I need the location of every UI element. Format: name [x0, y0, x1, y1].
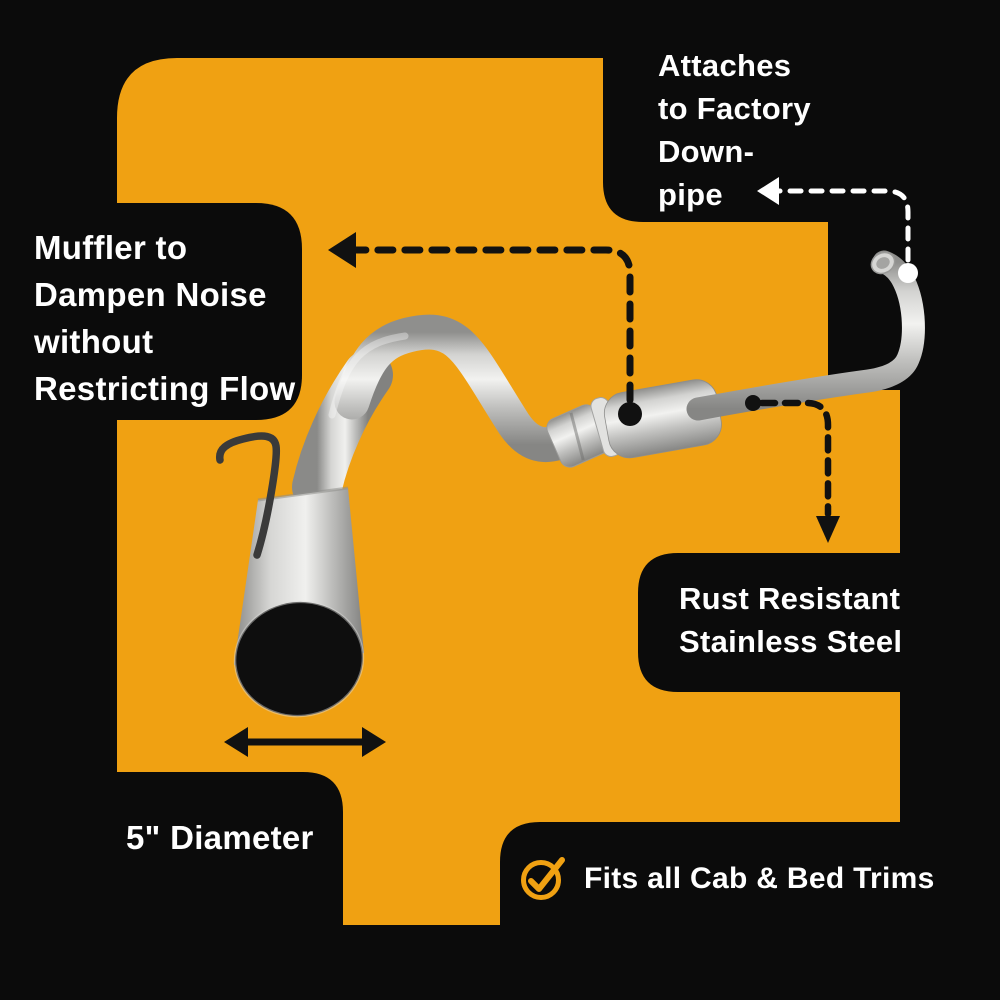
callout-attaches-line: Down- — [658, 134, 755, 169]
muffler-arrowhead — [328, 232, 356, 268]
rust-arrowhead — [816, 516, 840, 543]
hanger-rod — [216, 432, 281, 559]
s-bend-pipe — [334, 314, 624, 463]
muffler-arrow — [328, 232, 642, 426]
muffler-arrow-dot — [618, 402, 642, 426]
diameter-arrow — [224, 727, 386, 757]
rust-arrow — [745, 395, 840, 543]
rust-arrow-dot — [745, 395, 761, 411]
callout-muffler-line: Dampen Noise — [34, 276, 267, 313]
callout-muffler-line: without — [34, 323, 154, 360]
band-clamp — [546, 404, 610, 468]
callout-attaches-downpipe: Attaches to Factory Down- pipe — [658, 44, 811, 216]
muffler-callout-panel — [0, 203, 302, 420]
callout-rust-line: Rust Resistant — [679, 581, 901, 616]
exhaust-system-illustration — [216, 250, 925, 718]
callout-rust-resistant: Rust Resistant Stainless Steel — [679, 577, 902, 663]
callout-attaches-line: pipe — [658, 177, 723, 212]
diameter-arrowhead-left — [224, 727, 248, 757]
tail-opening — [235, 601, 363, 717]
callout-attaches-line: Attaches — [658, 48, 792, 83]
callout-diameter: 5" Diameter — [126, 819, 314, 856]
callout-muffler-line: Restricting Flow — [34, 370, 296, 407]
attaches-arrow — [757, 177, 918, 283]
downpipe-connector — [870, 251, 896, 275]
callout-rust-line: Stainless Steel — [679, 624, 903, 659]
attaches-arrow-dot — [898, 263, 918, 283]
attaches-arrowhead — [757, 177, 779, 205]
callout-attaches-line: to Factory — [658, 91, 811, 126]
tail-opening-rim — [233, 600, 365, 718]
diameter-arrowhead-right — [362, 727, 386, 757]
callout-muffler: Muffler to Dampen Noise without Restrict… — [34, 224, 295, 412]
callout-muffler-line: Muffler to — [34, 229, 188, 266]
s-bend-highlight — [328, 332, 409, 419]
check-circle-icon — [521, 857, 565, 900]
callout-fits-trims: Fits all Cab & Bed Trims — [584, 862, 935, 895]
